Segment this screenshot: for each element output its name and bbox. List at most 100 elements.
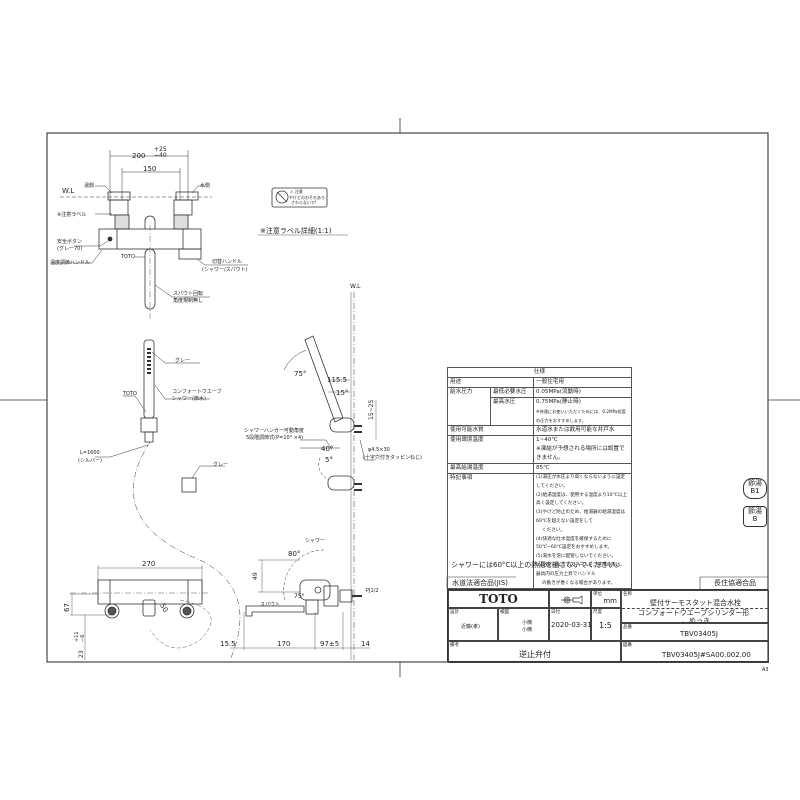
jis-compliance-label: 水道法適合品(JIS) — [452, 579, 509, 587]
spec-note: (5)湯水を逆に配管しないでください。 — [536, 554, 616, 560]
spec-note: (3)やけど防止のため、給湯器の給湯温度は60℃を超えない設定をして — [536, 510, 626, 524]
caution-title: ⚠ 注意 — [290, 189, 303, 194]
spec-sublabel: 最低必要水圧 — [490, 387, 534, 398]
water-saving-badge-b1: 節湯 B1 — [743, 478, 767, 499]
checker-name-1: 小楠 — [522, 620, 533, 626]
spec-note: (2)給湯温度は、使用する温度より10℃以上高く設定してください。 — [536, 492, 627, 507]
spout-label: スパウト — [260, 602, 281, 608]
safety-button-label: 安全ボタン — [57, 239, 83, 245]
safety-button-color: (グレー70) — [57, 246, 83, 252]
product-name-3: 、めっき — [682, 617, 710, 625]
screw-spec: φ4.5×30 — [368, 447, 390, 453]
checker-name-2: 小楠 — [522, 627, 533, 633]
badge-text: 節湯 — [748, 507, 762, 515]
spec-sublabel: 最高水圧 — [490, 397, 534, 426]
scale-label: 尺度 — [593, 610, 602, 615]
projection-symbol-cell — [549, 590, 591, 608]
angle-80: 80° — [288, 550, 301, 558]
date-value: 2020-03-31 — [551, 621, 592, 629]
dim-14: 14 — [361, 640, 370, 648]
badge-text: B — [752, 515, 758, 523]
shower-name: コンフォートウエーブ — [172, 389, 222, 395]
badge-text: B1 — [750, 487, 760, 495]
remarks-value: 逆止弁付 — [519, 650, 551, 659]
dim-15-5: 15.5 — [220, 640, 236, 648]
cold-side-label: 水側 — [200, 183, 211, 189]
angle-15: 15° — [336, 389, 349, 397]
dim-170: 170 — [277, 640, 291, 648]
check-label: 検図 — [500, 610, 509, 615]
toto-mark-label: TOTO — [121, 254, 135, 260]
caution-line2: さわらないで! — [291, 200, 317, 205]
caution-label-callout: ※注意ラベル — [57, 212, 87, 218]
spec-note: の動きが悪くなる場合があります。 — [536, 580, 616, 586]
scale-cell: 尺度 1:5 — [591, 608, 621, 641]
switch-handle-sub: (シャワー/スパウト) — [202, 267, 248, 273]
spec-note: (1)湯圧が水圧より高くならないように設定してください。 — [536, 475, 626, 489]
dim-15-25: 15~25 — [368, 399, 375, 420]
product-number-label: 品番 — [623, 625, 632, 630]
spec-label: 特記事項 — [447, 472, 534, 590]
side-view — [230, 292, 377, 660]
switch-handle-label: 切替ハンドル — [212, 259, 243, 265]
paper-size: A3 — [762, 667, 769, 673]
no-touch-icon — [275, 190, 289, 204]
dim-97: 97±5 — [320, 640, 340, 648]
drawing-frame — [46, 132, 769, 663]
date-cell: 日付 2020-03-31 — [549, 608, 592, 641]
spec-label: 使用可能水質 — [447, 425, 534, 436]
top-view-faucet — [60, 150, 212, 320]
dim-tol-minus: −6 — [80, 634, 86, 642]
drawing-number: TBV03405J#SA00.002.00 — [662, 651, 751, 659]
spec-value: 水道水または飲用可能な井戸水 — [533, 425, 632, 436]
caution-line1: やけどのおそれあり — [289, 195, 325, 200]
shower-direction-label: シャワー — [305, 538, 326, 544]
unit-cell: 単位 mm — [591, 590, 621, 608]
product-number-cell: 品番 TBV03405J — [621, 623, 769, 641]
shower-temperature-warning: シャワーには60°C以上の熱湯を通さないでください。 — [451, 561, 623, 569]
water-saving-badge-b: 節湯 B — [743, 506, 767, 527]
shower-name-sub: シャワー(節水) — [172, 396, 206, 402]
gray-label-2: グレー — [213, 462, 229, 468]
spec-title: 仕様 — [447, 367, 632, 378]
hand-shower — [133, 339, 241, 661]
spec-note: (6)浴室内などでスチームをご使用の際は、器具内の圧力上昇でハンドル — [536, 562, 625, 577]
dim-115-5: 115.5 — [327, 376, 348, 384]
designer-cell: 設計 近藤(孝) — [448, 608, 498, 641]
side-wl-label: W.L — [350, 283, 361, 290]
drawing-number-cell: 図番 TBV03405J#SA00.002.00 — [621, 641, 769, 663]
temp-handle-label: 温度調節ハンドル — [50, 260, 91, 266]
title-block: TOTO 単位 mm 名称 壁付サーモスタット混合水栓 コンフォートウエーブシリ… — [447, 589, 769, 663]
product-name-1: 壁付サーモスタット混合水栓 — [650, 599, 741, 607]
spec-note: (4)快適な吐水温度を確保するために50℃~60℃設定をおすすめします。 — [536, 536, 612, 551]
spec-label: 最高給湯温度 — [447, 463, 534, 474]
spec-label: 用途 — [447, 377, 534, 388]
angle-75: 75° — [294, 370, 307, 378]
date-label: 日付 — [551, 610, 560, 615]
caution-detail-caption: ※注意ラベル詳細(1:1) — [260, 227, 332, 235]
spec-note: ※快適にお使いいただくためには、0.2MPa程度の圧力をおすすめします。 — [536, 409, 626, 423]
spec-value: 一般住宅用 — [533, 377, 632, 388]
screw-spec-sub: (十字穴付きタッピンねじ) — [363, 455, 422, 461]
toto-logo: TOTO — [479, 592, 518, 606]
product-number: TBV03405J — [680, 630, 718, 638]
drawing-number-label: 図番 — [623, 643, 632, 648]
remarks-cell: 備考 逆止弁付 — [448, 641, 621, 663]
hanger-angle-label: シャワーハンガー可動角度 — [244, 428, 304, 434]
dim-270: 270 — [142, 560, 156, 568]
angle-5: 5° — [325, 456, 333, 464]
hanger-steps-label: 5段階調節式(P=10° ×4) — [246, 435, 304, 441]
hose-color: (シルバー) — [78, 458, 102, 464]
third-angle-projection-icon — [561, 595, 583, 605]
spec-value: 1~40℃ — [536, 437, 558, 443]
brand-cell: TOTO — [448, 590, 549, 608]
dim-23: 23 — [78, 650, 85, 658]
gray-label-1: グレー — [175, 358, 191, 364]
dim-outer-tol-minus: −40 — [154, 152, 167, 159]
hot-side-label: 湯側 — [84, 183, 95, 189]
spec-value: 85℃ — [533, 463, 632, 474]
spec-label: 使用環境温度 — [447, 435, 534, 464]
dim-outer-tol-plus: +25 — [154, 146, 167, 153]
remarks-label: 備考 — [450, 643, 459, 648]
